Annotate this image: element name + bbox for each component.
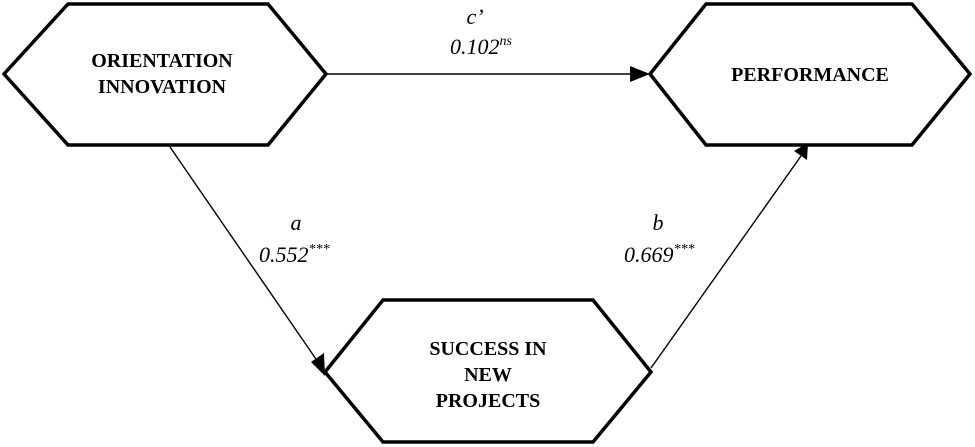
node-performance-shape	[647, 2, 973, 147]
edge-a-coef-value: 0.552	[259, 242, 309, 267]
edge-c-prime	[326, 66, 650, 82]
edge-a-significance: ***	[309, 242, 330, 257]
edge-b-path-label: b	[653, 210, 664, 235]
node-orientation-line-1: ORIENTATION	[91, 50, 233, 72]
node-success-line-1: SUCCESS IN	[429, 338, 547, 360]
edge-c-prime-coefficient: 0.102ns	[450, 34, 513, 59]
node-performance-label: PERFORMANCE	[731, 64, 889, 86]
node-success-line-3: PROJECTS	[436, 390, 540, 412]
edge-label-b: b 0.669***	[624, 210, 695, 267]
edge-a-line	[169, 146, 319, 363]
node-success-new-projects-shape	[322, 298, 654, 444]
edge-b-coef-value: 0.669	[624, 242, 674, 267]
edge-c-prime-arrowhead	[630, 66, 650, 82]
node-performance: PERFORMANCE	[647, 2, 973, 147]
edge-label-c-prime: c’ 0.102ns	[450, 4, 513, 59]
edge-b-arrowhead	[794, 143, 808, 160]
edge-label-a: a 0.552***	[259, 210, 330, 267]
edge-c-prime-coef-value: 0.102	[450, 34, 500, 59]
edge-b-line	[650, 155, 802, 369]
node-success-new-projects: SUCCESS IN NEW PROJECTS	[322, 298, 654, 444]
edge-a-coefficient: 0.552***	[259, 242, 330, 267]
edge-c-prime-path-label: c’	[466, 4, 483, 29]
edge-b	[650, 143, 808, 369]
edge-b-coefficient: 0.669***	[624, 242, 695, 267]
edge-a	[169, 146, 325, 376]
node-success-line-2: NEW	[464, 364, 512, 386]
edge-a-arrowhead	[311, 353, 325, 376]
node-orientation-line-2: INNOVATION	[98, 76, 227, 98]
node-orientation-innovation: ORIENTATION INNOVATION	[1, 2, 329, 147]
edge-c-prime-significance: ns	[500, 34, 513, 49]
edge-a-path-label: a	[291, 210, 302, 235]
node-orientation-innovation-shape	[1, 2, 329, 147]
edge-b-significance: ***	[674, 242, 695, 257]
